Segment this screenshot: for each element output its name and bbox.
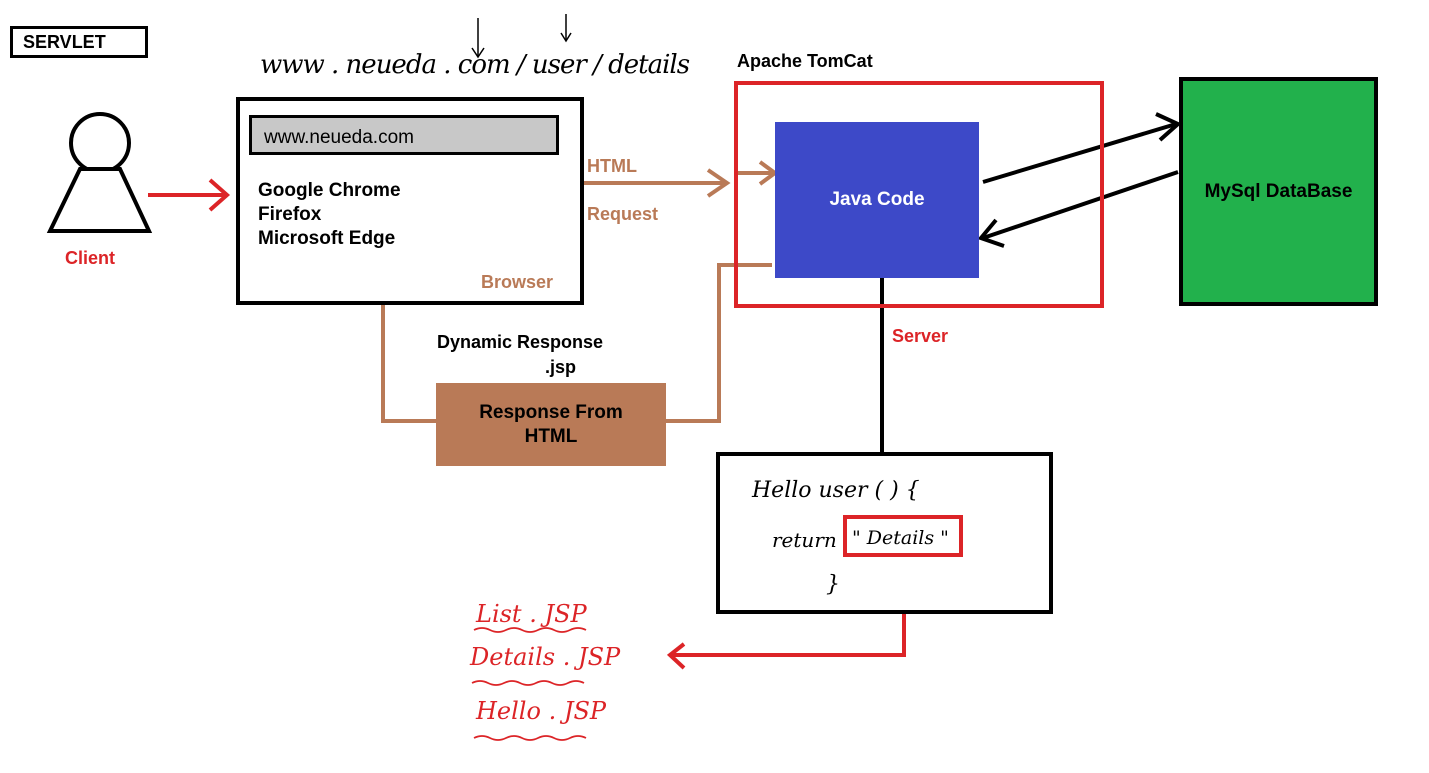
- browser-label: Browser: [481, 272, 554, 292]
- db-query-arrow: [982, 112, 1182, 184]
- request-label-request: Request: [587, 204, 659, 224]
- code-box: [716, 452, 1053, 614]
- jsp-ext-label: .jsp: [545, 357, 577, 377]
- client-label: Client: [65, 248, 116, 268]
- url-pointer-arrows: [471, 14, 572, 59]
- db-result-arrow: [977, 170, 1179, 248]
- code-line-close: }: [826, 572, 840, 597]
- browser-item-firefox: Firefox: [258, 204, 322, 225]
- return-value-box: [843, 515, 963, 557]
- response-box-line2: HTML: [524, 425, 578, 447]
- java-code-box: Java Code: [775, 122, 979, 278]
- mysql-database-box: MySql DataBase: [1179, 77, 1378, 306]
- client-to-browser-arrow: [148, 178, 231, 212]
- response-path: [381, 263, 772, 423]
- tomcat-container: [734, 81, 1104, 308]
- browser-item-chrome: Google Chrome: [258, 180, 401, 201]
- diagram-title: SERVLET: [10, 26, 148, 58]
- jsp-file-details: Details . JSP: [470, 643, 621, 671]
- return-value-text: " Details ": [852, 527, 949, 549]
- dynamic-response-label: Dynamic Response: [437, 332, 604, 352]
- tomcat-label: Apache TomCat: [737, 51, 873, 71]
- response-box: Response From HTML: [436, 383, 666, 466]
- jsp-underlines: [471, 627, 587, 741]
- code-line-method: Hello user ( ) {: [752, 478, 920, 503]
- browser-item-edge: Microsoft Edge: [258, 228, 396, 249]
- address-bar: www.neueda.com: [249, 115, 559, 155]
- jsp-file-hello: Hello . JSP: [476, 697, 607, 725]
- jsp-file-list: List . JSP: [476, 600, 587, 628]
- response-box-line1: Response From: [479, 401, 623, 423]
- server-label: Server: [892, 326, 949, 346]
- code-line-return: return: [772, 528, 837, 552]
- handwritten-url: www . neueda . com / user / details: [260, 50, 690, 80]
- client-figure-icon: [46, 112, 153, 233]
- browser-list: Google Chrome Firefox Microsoft Edge: [258, 179, 401, 251]
- request-label-html: HTML: [587, 156, 637, 176]
